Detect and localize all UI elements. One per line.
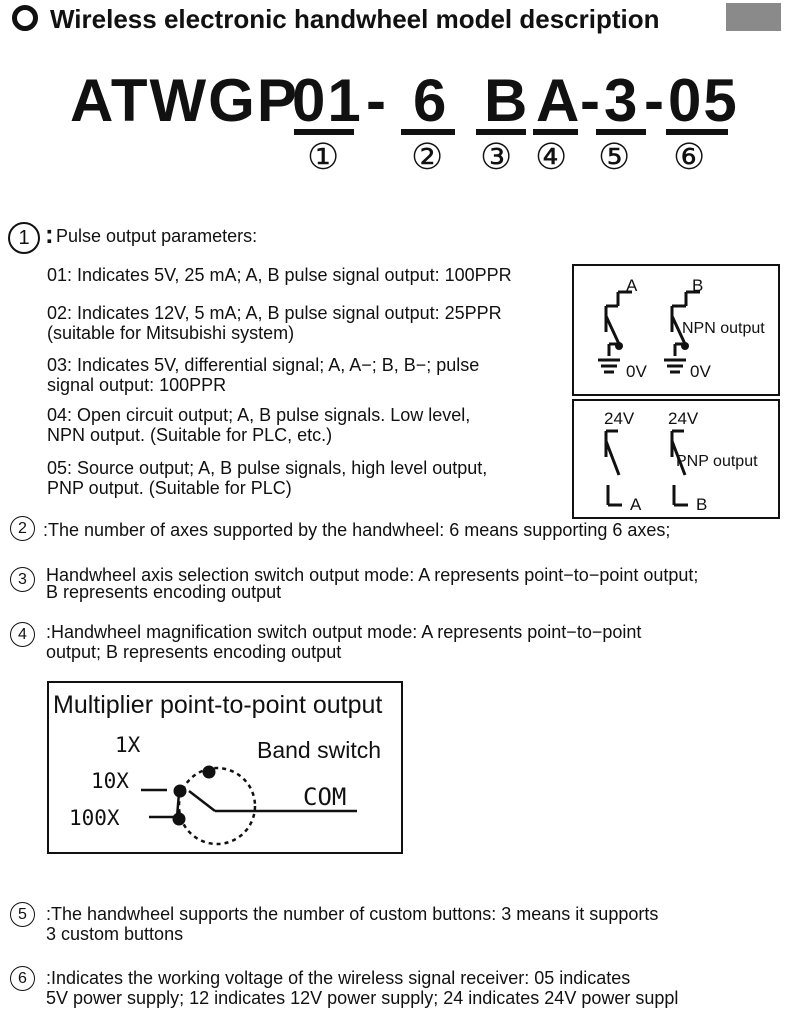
model-part6: 05 bbox=[668, 67, 739, 134]
marker-3: ③ bbox=[480, 136, 513, 177]
model-part2: 6 bbox=[413, 67, 449, 134]
model-part1: 01 bbox=[292, 67, 363, 134]
pulse-item-04: 04: Open circuit output; A, B pulse sign… bbox=[47, 405, 471, 425]
multiplier-10x: 10X bbox=[91, 769, 129, 793]
pulse-item-02-cont: (suitable for Mitsubishi system) bbox=[47, 323, 295, 343]
pulse-item-05: 05: Source output; A, B pulse signals, h… bbox=[47, 458, 488, 478]
pnp-output-label: PNP output bbox=[676, 453, 758, 470]
pnp-output-diagram: 24V 24V PNP output A B bbox=[572, 399, 780, 519]
multiplier-1x: 1X bbox=[115, 733, 141, 757]
band-switch-icon bbox=[141, 765, 357, 846]
section3-marker: 3 bbox=[10, 567, 35, 592]
multiplier-100x: 100X bbox=[69, 806, 120, 830]
marker-2: ② bbox=[411, 136, 444, 177]
npn-output-label: NPN output bbox=[682, 320, 765, 337]
section3-line1: Handwheel axis selection switch output m… bbox=[46, 565, 699, 585]
section4-marker: 4 bbox=[10, 622, 35, 647]
marker-6: ⑥ bbox=[673, 136, 706, 177]
section1-marker: 1 bbox=[8, 222, 40, 254]
pulse-item-03-cont: signal output: 100PPR bbox=[47, 375, 227, 395]
section5-line2: 3 custom buttons bbox=[46, 924, 184, 944]
npn-label-a: A bbox=[626, 276, 638, 295]
marker-1: ① bbox=[307, 136, 340, 177]
model-part4: A bbox=[536, 67, 582, 134]
band-switch-label: Band switch bbox=[257, 737, 382, 763]
npn-ground-2: 0V bbox=[690, 362, 711, 381]
pulse-item-04-cont: NPN output. (Suitable for PLC, etc.) bbox=[47, 425, 333, 445]
underline-1 bbox=[294, 129, 354, 135]
section5-line1: :The handwheel supports the number of cu… bbox=[46, 904, 659, 924]
model-dash3: - bbox=[644, 67, 666, 134]
pulse-item-02: 02: Indicates 12V, 5 mA; A, B pulse sign… bbox=[47, 303, 502, 323]
section4-line1: :Handwheel magnification switch output m… bbox=[46, 622, 642, 642]
section6-line2: 5V power supply; 12 indicates 12V power … bbox=[46, 988, 679, 1008]
gray-marker-block bbox=[726, 3, 781, 31]
section4-line2: output; B represents encoding output bbox=[46, 642, 342, 662]
section3-line2: B represents encoding output bbox=[46, 582, 282, 602]
page-title: Wireless electronic handwheel model desc… bbox=[12, 4, 660, 35]
pulse-item-01: 01: Indicates 5V, 25 mA; A, B pulse sign… bbox=[47, 265, 512, 285]
section5-marker: 5 bbox=[10, 902, 35, 927]
model-dash2: - bbox=[580, 67, 602, 134]
npn-label-b: B bbox=[692, 276, 704, 295]
underline-3 bbox=[476, 129, 526, 135]
underline-5 bbox=[596, 129, 646, 135]
marker-4: ④ bbox=[535, 136, 568, 177]
multiplier-diagram: Multiplier point-to-point output 1X 10X … bbox=[47, 681, 403, 854]
circle-bullet-icon bbox=[12, 5, 38, 31]
marker-5: ⑤ bbox=[598, 136, 631, 177]
pulse-item-05-cont: PNP output. (Suitable for PLC) bbox=[47, 478, 292, 498]
multiplier-title: Multiplier point-to-point output bbox=[53, 691, 383, 719]
npn-output-diagram: A B NPN output 0V 0V bbox=[572, 264, 780, 396]
pnp-supply-1: 24V bbox=[604, 409, 635, 428]
underline-4 bbox=[533, 129, 578, 135]
section2-text: :The number of axes supported by the han… bbox=[43, 520, 671, 540]
npn-ground-1: 0V bbox=[626, 362, 647, 381]
section6-marker: 6 bbox=[10, 966, 35, 991]
pulse-item-03: 03: Indicates 5V, differential signal; A… bbox=[47, 355, 480, 375]
section6-line1: :Indicates the working voltage of the wi… bbox=[46, 968, 631, 988]
pnp-label-b: B bbox=[696, 495, 708, 514]
com-label: COM bbox=[303, 783, 347, 811]
model-part5: 3 bbox=[604, 67, 640, 134]
pnp-supply-2: 24V bbox=[668, 409, 699, 428]
pnp-switch-icon bbox=[604, 429, 688, 507]
section1-colon: : bbox=[45, 219, 54, 249]
model-part3: B bbox=[484, 67, 530, 134]
section1-title: Pulse output parameters: bbox=[56, 226, 258, 246]
pnp-label-a: A bbox=[630, 495, 642, 514]
underline-2 bbox=[401, 129, 455, 135]
model-prefix: ATWGP bbox=[70, 67, 299, 134]
npn-switch-icon bbox=[598, 290, 700, 374]
page-title-text: Wireless electronic handwheel model desc… bbox=[50, 4, 660, 34]
model-dash1: - bbox=[366, 67, 388, 134]
section2-marker: 2 bbox=[10, 516, 35, 541]
underline-6 bbox=[666, 129, 728, 135]
